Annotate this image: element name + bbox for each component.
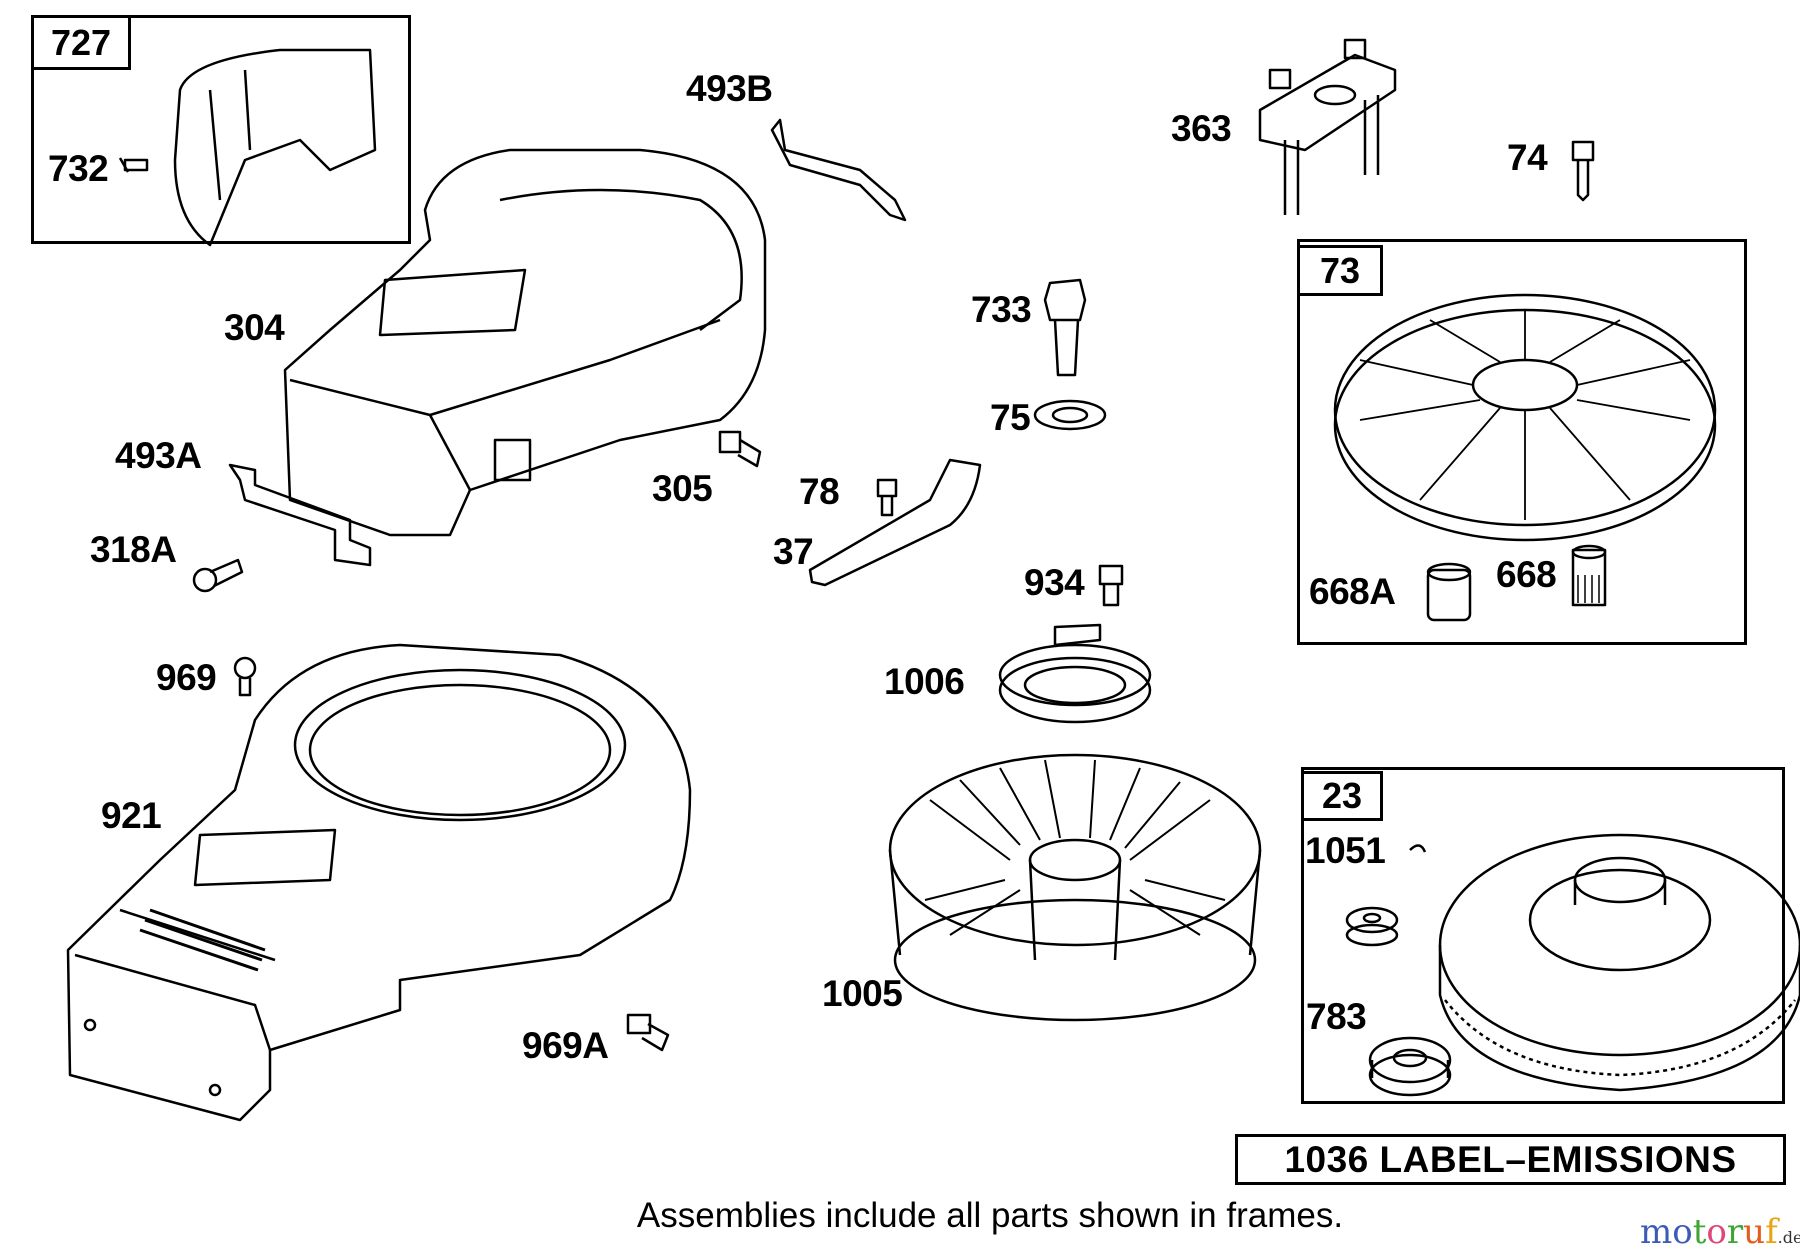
screw-969 — [233, 656, 257, 697]
screw-318A — [192, 558, 244, 593]
part-label-934: 934 — [1024, 562, 1085, 603]
air-baffle-727 — [173, 48, 377, 247]
caption: Assemblies include all parts shown in fr… — [636, 1196, 1344, 1235]
frame-label-73: 73 — [1297, 245, 1383, 296]
bracket-493A — [228, 463, 372, 567]
part-label-304: 304 — [224, 307, 285, 348]
watermark-letter: m — [1640, 1212, 1673, 1252]
watermark-letter: u — [1743, 1212, 1766, 1252]
adapter-668 — [1571, 544, 1607, 607]
part-label-969: 969 — [156, 657, 217, 698]
washer — [1345, 906, 1399, 947]
part-label-1005: 1005 — [822, 973, 903, 1014]
part-label-493B: 493B — [686, 68, 773, 109]
part-label-493A: 493A — [115, 435, 202, 476]
rotating-screen-73 — [1333, 293, 1717, 542]
watermark-suffix: .de — [1777, 1228, 1800, 1247]
part-label-921: 921 — [101, 795, 162, 836]
part-label-969A: 969A — [522, 1025, 609, 1066]
retainer-1051 — [1409, 844, 1427, 853]
part-label-732: 732 — [48, 148, 109, 189]
part-label-37: 37 — [773, 531, 814, 572]
bracket-363 — [1258, 38, 1397, 215]
part-label-733: 733 — [971, 289, 1032, 330]
blower-housing-921 — [66, 643, 692, 1122]
watermark-letter: o — [1672, 1212, 1693, 1252]
screw-969A — [626, 1013, 670, 1052]
screw-78 — [876, 478, 898, 517]
part-label-363: 363 — [1171, 108, 1232, 149]
part-label-74: 74 — [1507, 137, 1548, 178]
bolt-733 — [1043, 278, 1087, 377]
flywheel-1005 — [888, 753, 1262, 1022]
frame-73 — [1297, 239, 1747, 645]
watermark-letter: o — [1706, 1212, 1727, 1252]
blower-housing-304 — [283, 148, 767, 537]
air-guide-37 — [808, 458, 982, 587]
part-label-75: 75 — [990, 397, 1031, 438]
flywheel-23 — [1438, 833, 1800, 1092]
motoruf-watermark: motoruf.de — [1640, 1212, 1800, 1252]
screw-305 — [718, 430, 762, 468]
part-label-1051: 1051 — [1305, 830, 1386, 871]
watermark-letter: r — [1726, 1212, 1744, 1252]
gear-783 — [1368, 1036, 1452, 1097]
bushing-668A — [1426, 562, 1472, 622]
watermark-letters: motoruf — [1640, 1212, 1778, 1252]
bracket-493B — [770, 118, 907, 222]
emissions-label-box: 1036 LABEL–EMISSIONS — [1235, 1134, 1786, 1185]
ratchet-cup-1006 — [998, 623, 1152, 724]
part-label-783: 783 — [1306, 996, 1367, 1037]
screw-934 — [1098, 564, 1124, 607]
frame-label-727: 727 — [31, 15, 131, 70]
watermark-letter: t — [1692, 1212, 1707, 1252]
frame-23 — [1301, 767, 1785, 1104]
part-label-1006: 1006 — [884, 661, 965, 702]
bolt-74 — [1571, 140, 1595, 202]
watermark-letter: f — [1765, 1212, 1778, 1252]
frame-label-23: 23 — [1301, 771, 1383, 821]
part-label-305: 305 — [652, 468, 713, 509]
part-label-318A: 318A — [90, 529, 177, 570]
frame-727 — [31, 15, 411, 244]
part-label-78: 78 — [799, 471, 840, 512]
part-label-668A: 668A — [1309, 571, 1396, 612]
part-label-668: 668 — [1496, 554, 1557, 595]
washer-75 — [1033, 399, 1107, 431]
screw-732 — [118, 157, 149, 173]
